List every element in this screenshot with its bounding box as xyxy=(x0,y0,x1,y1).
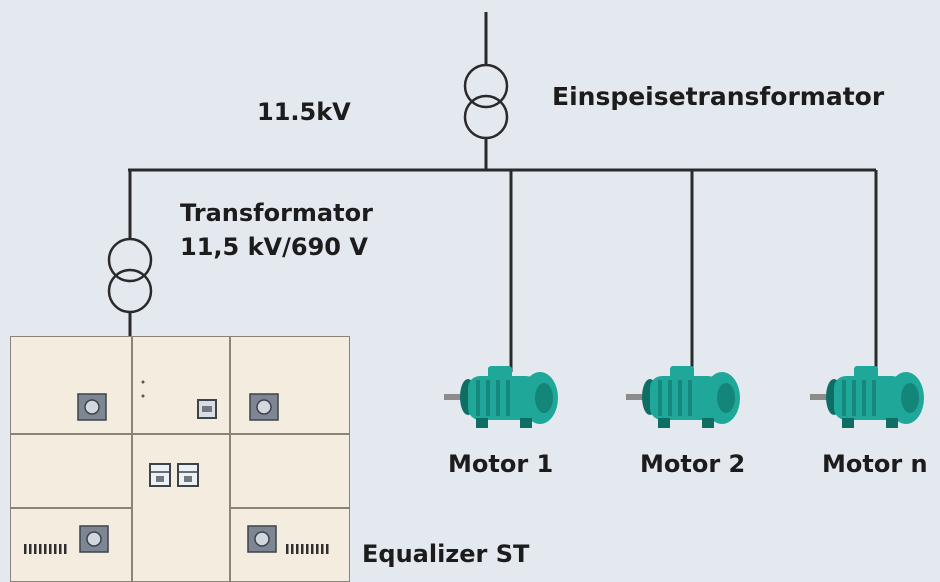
equalizer-cabinet xyxy=(10,336,350,582)
feed-transformer-label: Einspeisetransformator xyxy=(552,82,885,111)
equalizer-label: Equalizer ST xyxy=(362,540,530,568)
indicator-dot xyxy=(141,380,145,384)
cabinet-left-top xyxy=(10,336,132,434)
cabinet-right-middle xyxy=(230,434,350,508)
fan-unit-right-top xyxy=(249,393,279,421)
transformer-rating-label: 11,5 kV/690 V xyxy=(180,233,368,261)
motor-n-icon xyxy=(810,366,924,428)
fan-unit-left-top xyxy=(77,393,107,421)
cabinet-devices xyxy=(24,380,329,554)
indicator-dot xyxy=(141,394,145,398)
vent-grille-right xyxy=(286,544,329,554)
motor-2-icon xyxy=(626,366,740,428)
meter-right xyxy=(177,463,199,487)
motor-2-label: Motor 2 xyxy=(640,450,746,478)
motor-1-label: Motor 1 xyxy=(448,450,554,478)
meter-left xyxy=(149,463,171,487)
motor-n-label: Motor n xyxy=(822,450,928,478)
fan-unit-right-bottom xyxy=(247,525,277,553)
fan-unit-left-bottom xyxy=(79,525,109,553)
voltage-label: 11.5kV xyxy=(257,98,351,126)
cabinet-left-middle xyxy=(10,434,132,508)
transformer-symbol xyxy=(107,237,153,314)
display-panel xyxy=(197,399,217,419)
transformer-title-label: Transformator xyxy=(180,199,373,227)
vent-grille-left xyxy=(24,544,67,554)
feed-transformer-symbol xyxy=(463,63,509,140)
motor-1-icon xyxy=(444,366,558,428)
